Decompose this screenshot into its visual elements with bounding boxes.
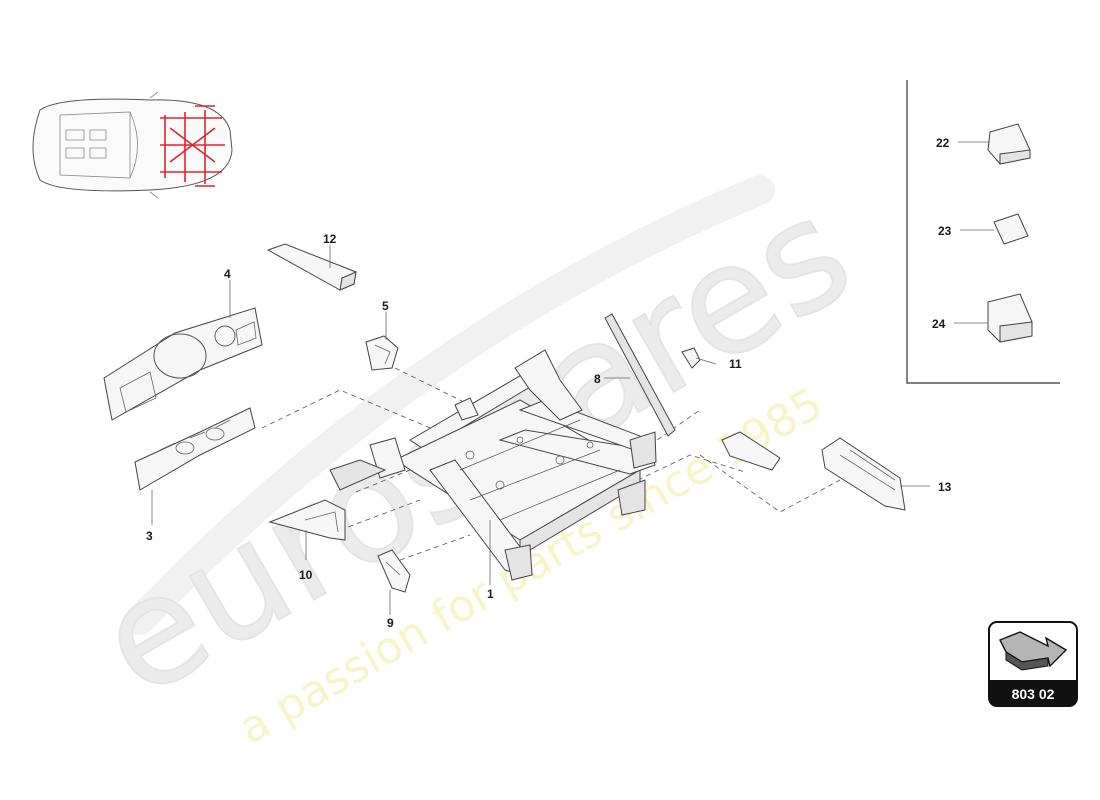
part-bracket-mid (721, 431, 781, 471)
part-1-front-frame (329, 349, 657, 581)
label-9: 9 (387, 616, 394, 630)
label-13: 13 (938, 480, 952, 494)
label-5: 5 (382, 299, 389, 313)
assembly-dashed-lines (261, 367, 841, 561)
part-12-rail (266, 243, 357, 291)
part-22-box (987, 123, 1031, 165)
part-23-box (993, 213, 1029, 245)
reference-box: 803 02 (988, 621, 1078, 707)
reference-code: 803 02 (1012, 686, 1055, 702)
part-4-panel (103, 307, 263, 421)
part-11-bracket (681, 347, 701, 369)
part-3-panel (134, 407, 256, 491)
label-11: 11 (729, 357, 742, 371)
part-13-side-member (821, 437, 906, 511)
arrow-reference-icon (999, 631, 1068, 671)
label-23: 23 (938, 224, 952, 238)
part-9-bracket (377, 549, 411, 593)
part-8-strip (604, 313, 676, 437)
label-10: 10 (299, 568, 313, 582)
highlighted-front-structure (160, 105, 225, 187)
label-8: 8 (594, 372, 601, 386)
label-1: 1 (487, 587, 494, 601)
label-24: 24 (932, 317, 946, 331)
label-12: 12 (323, 232, 337, 246)
part-24-box (987, 293, 1033, 343)
part-labels: 12 4 5 3 8 11 1 9 10 13 22 23 24 (146, 136, 952, 630)
part-5-bracket (365, 335, 399, 371)
leader-lines (151, 141, 994, 615)
inset-panel (906, 80, 1060, 384)
label-3: 3 (146, 529, 153, 543)
label-4: 4 (224, 267, 231, 281)
car-top-view-icon (32, 91, 233, 199)
label-22: 22 (936, 136, 950, 150)
part-10-bracket (268, 499, 346, 541)
